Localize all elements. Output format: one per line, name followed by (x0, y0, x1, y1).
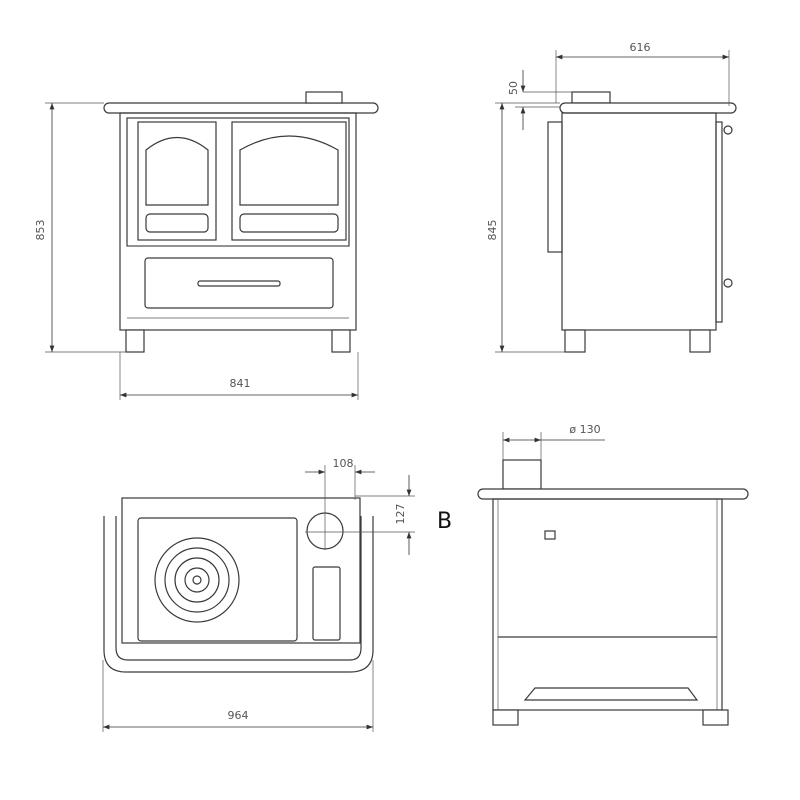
firebox-window (145, 137, 209, 206)
hob-rings (154, 537, 240, 623)
top-rail (103, 102, 379, 114)
depth-label: 616 (630, 41, 651, 54)
firebox-door (137, 121, 217, 241)
front-view: 853 841 (34, 91, 379, 400)
hotplate (137, 517, 298, 642)
flue-diameter-label: ø 130 (569, 423, 600, 436)
label-plate (544, 530, 556, 540)
flue-x-label: 108 (333, 457, 354, 470)
side-leg-right (689, 329, 711, 353)
top-rail (477, 488, 749, 500)
back-view: ø 130 (477, 423, 749, 726)
drawer-handle (197, 280, 281, 287)
flue-y-label: 127 (394, 504, 407, 525)
flue-pipe (305, 91, 343, 104)
front-leg-left (125, 329, 145, 353)
side-view: 845 50 616 (486, 41, 737, 353)
stove-body (119, 112, 357, 331)
cooktop (121, 497, 361, 644)
back-panel (492, 498, 723, 711)
flue-offset-label: 50 (507, 81, 520, 95)
front-protrusion (547, 121, 563, 253)
side-leg-left (564, 329, 586, 353)
door-frame (126, 117, 350, 247)
overall-width-label: 964 (228, 709, 249, 722)
knob-top (723, 125, 733, 135)
top-view: 964 108 127 (102, 457, 415, 732)
handrail (103, 516, 374, 673)
front-width-label: 841 (230, 377, 251, 390)
side-height-label: 845 (486, 220, 499, 241)
handrail-inner (115, 516, 362, 661)
knob-bottom (723, 278, 733, 288)
back-leg-left (492, 709, 519, 726)
oven-door (231, 121, 347, 241)
ash-drawer (523, 687, 699, 701)
flue-pipe (571, 91, 611, 104)
back-leg-right (702, 709, 729, 726)
inspection-lid (312, 566, 341, 641)
view-label-b: B (437, 509, 452, 534)
oven-window (239, 135, 339, 206)
flue-pipe (502, 459, 542, 490)
door-edge (715, 121, 723, 323)
firebox-door-panel (145, 213, 209, 233)
front-height-label: 853 (34, 220, 47, 241)
front-leg-right (331, 329, 351, 353)
drawer (144, 257, 334, 309)
top-rail (559, 102, 737, 114)
side-panel (561, 112, 717, 331)
oven-door-panel (239, 213, 339, 233)
